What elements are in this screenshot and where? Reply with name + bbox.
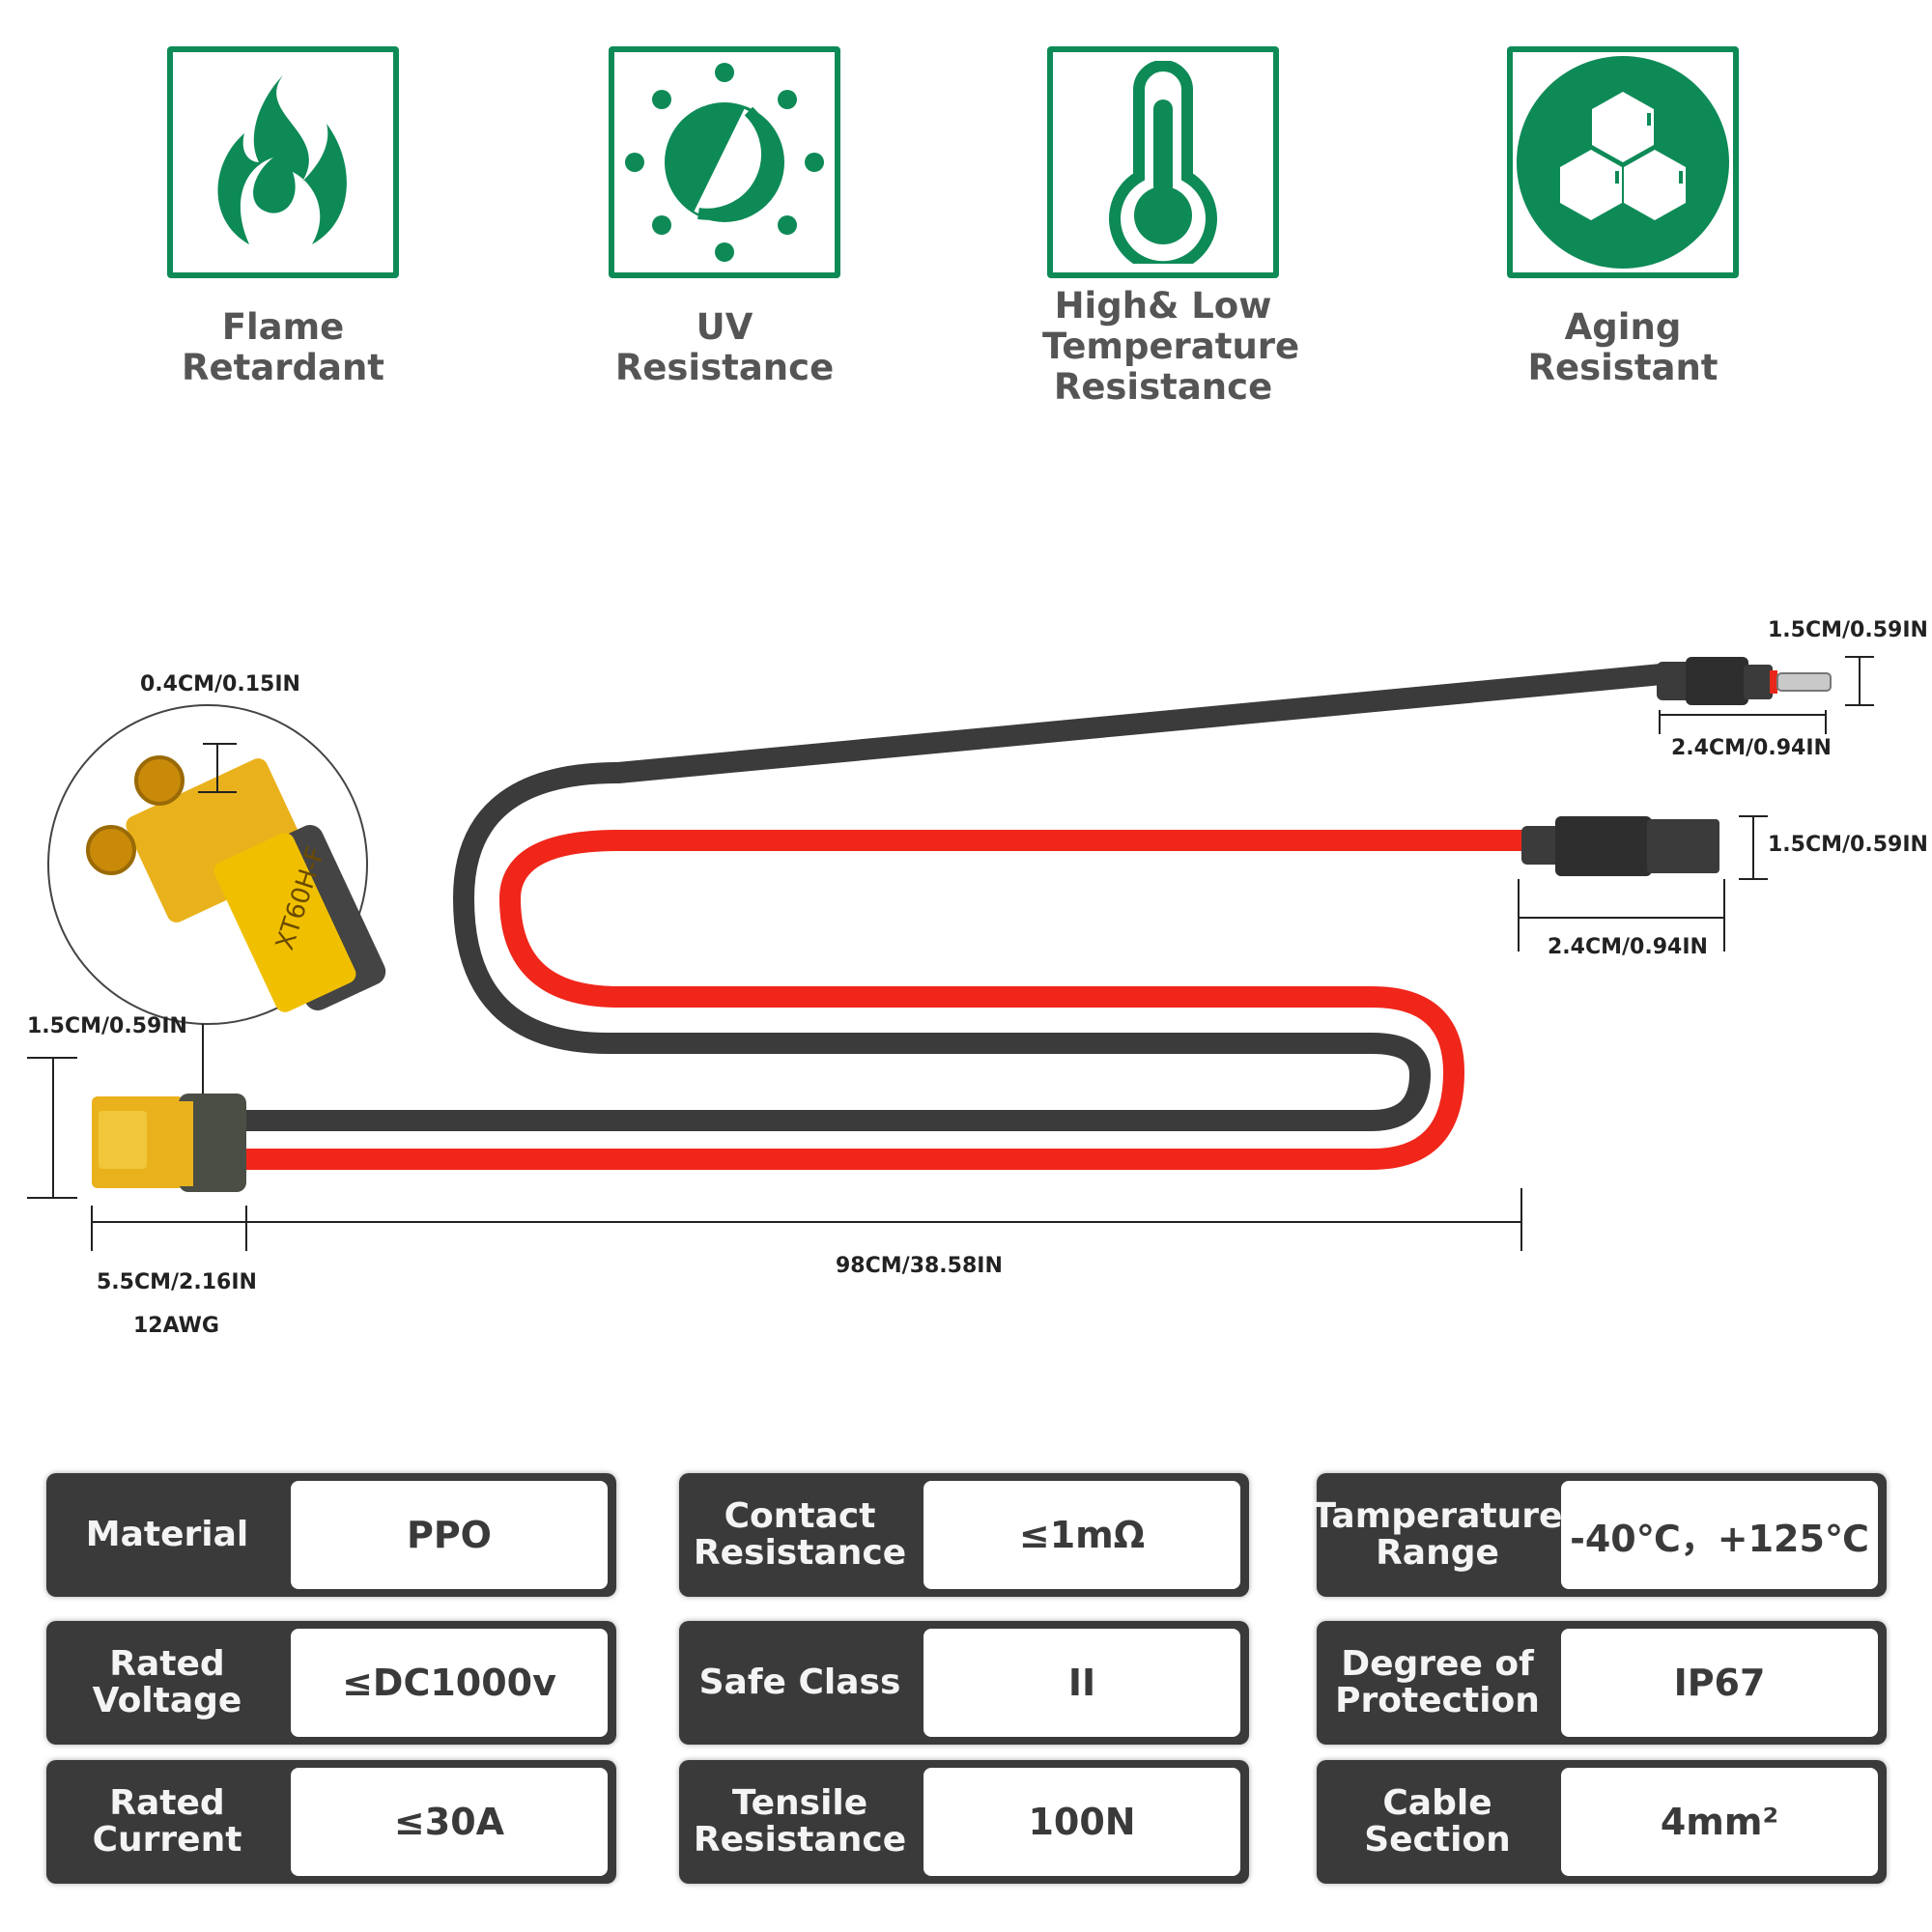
- feature-label: UV Resistance: [604, 307, 845, 388]
- dim-female-mc4-length: 2.4CM/0.94IN: [1548, 935, 1708, 959]
- dim-xt60-height: 1.5CM/0.59IN: [27, 1014, 187, 1038]
- hexagon-cells-icon: [1517, 56, 1729, 269]
- mc4-male-connector: [1657, 657, 1832, 705]
- spec-key: Material: [85, 1515, 249, 1554]
- spec-value: ≤DC1000v: [291, 1629, 608, 1737]
- dim-xt60-pin-height: 0.4CM/0.15IN: [140, 672, 300, 696]
- spec-key: Cable Section: [1364, 1783, 1511, 1860]
- spec-row: Safe Class II: [679, 1621, 1249, 1745]
- dim-cable-length: 98CM/38.58IN: [836, 1254, 1003, 1278]
- dim-xt60-length: 5.5CM/2.16IN: [97, 1270, 257, 1294]
- mc4-female-connector: [1521, 816, 1719, 876]
- spec-row: Degree of Protection IP67: [1317, 1621, 1887, 1745]
- spec-row: Tamperature Range -40℃，+125℃: [1312, 1473, 1887, 1597]
- feature-label-line2: Resistance: [614, 347, 835, 388]
- hexagon-cells-icon-box: [1507, 46, 1739, 278]
- spec-value: 100N: [923, 1768, 1240, 1876]
- spec-value: II: [923, 1629, 1240, 1737]
- spec-key: Rated Current: [92, 1783, 242, 1860]
- spec-key: Tamperature Range: [1312, 1496, 1563, 1573]
- xt60-zoom: XT60H-F: [47, 704, 386, 1094]
- feature-label: Aging Resistant: [1502, 307, 1744, 388]
- sun-icon: [625, 63, 824, 262]
- spec-key: Safe Class: [698, 1662, 901, 1702]
- spec-row: Tensile Resistance 100N: [679, 1760, 1249, 1884]
- dimension-lines: [27, 656, 1874, 1251]
- spec-value: ≤1mΩ: [923, 1481, 1240, 1589]
- flame-icon: [217, 75, 347, 244]
- dim-wire-gauge: 12AWG: [133, 1314, 219, 1338]
- spec-value: 4mm²: [1561, 1768, 1878, 1876]
- spec-row: Rated Current ≤30A: [46, 1760, 616, 1884]
- thermometer-icon: [1109, 61, 1217, 264]
- feature-label-line1: Aging: [1564, 306, 1682, 348]
- spec-key: Tensile Resistance: [693, 1783, 907, 1860]
- spec-key: Degree of Protection: [1335, 1644, 1540, 1720]
- dim-male-mc4-length: 2.4CM/0.94IN: [1671, 736, 1832, 760]
- thermometer-icon-box: [1047, 46, 1279, 278]
- feature-flame: Flame Retardant: [162, 46, 404, 388]
- feature-label-line2: Temperature: [1042, 326, 1300, 367]
- feature-uv: UV Resistance: [604, 46, 845, 388]
- feature-label-line2: Resistant: [1527, 347, 1719, 388]
- dim-male-mc4-height: 1.5CM/0.59IN: [1768, 618, 1928, 642]
- spec-row: Cable Section 4mm²: [1317, 1760, 1887, 1884]
- feature-label-line2: Retardant: [182, 347, 384, 388]
- red-wire: [246, 830, 1526, 1170]
- spec-row: Contact Resistance ≤1mΩ: [679, 1473, 1249, 1597]
- sun-icon-box: [609, 46, 840, 278]
- feature-label: High& Low Temperature Resistance: [1042, 285, 1300, 408]
- spec-row: Rated Voltage ≤DC1000v: [46, 1621, 616, 1745]
- spec-value: ≤30A: [291, 1768, 608, 1876]
- xt60-connector: [92, 1094, 246, 1192]
- feature-temperature: High& Low Temperature Resistance: [1042, 46, 1300, 408]
- dim-female-mc4-height: 1.5CM/0.59IN: [1768, 833, 1928, 857]
- feature-label-line3: Resistance: [1053, 366, 1273, 408]
- feature-label-line1: High& Low: [1054, 285, 1272, 327]
- spec-key: Rated Voltage: [92, 1644, 242, 1720]
- feature-aging: Aging Resistant: [1502, 46, 1744, 388]
- spec-key: Contact Resistance: [693, 1496, 907, 1573]
- cable-diagram: XT60H-F: [27, 656, 1874, 1251]
- feature-label: Flame Retardant: [162, 307, 404, 388]
- black-wire: [246, 664, 1663, 1131]
- feature-label-line1: UV: [696, 306, 753, 348]
- feature-label-line1: Flame: [221, 306, 345, 348]
- spec-value: IP67: [1561, 1629, 1878, 1737]
- flame-icon-box: [167, 46, 399, 278]
- spec-value: -40℃，+125℃: [1561, 1481, 1878, 1589]
- spec-value: PPO: [291, 1481, 608, 1589]
- spec-row: Material PPO: [46, 1473, 616, 1597]
